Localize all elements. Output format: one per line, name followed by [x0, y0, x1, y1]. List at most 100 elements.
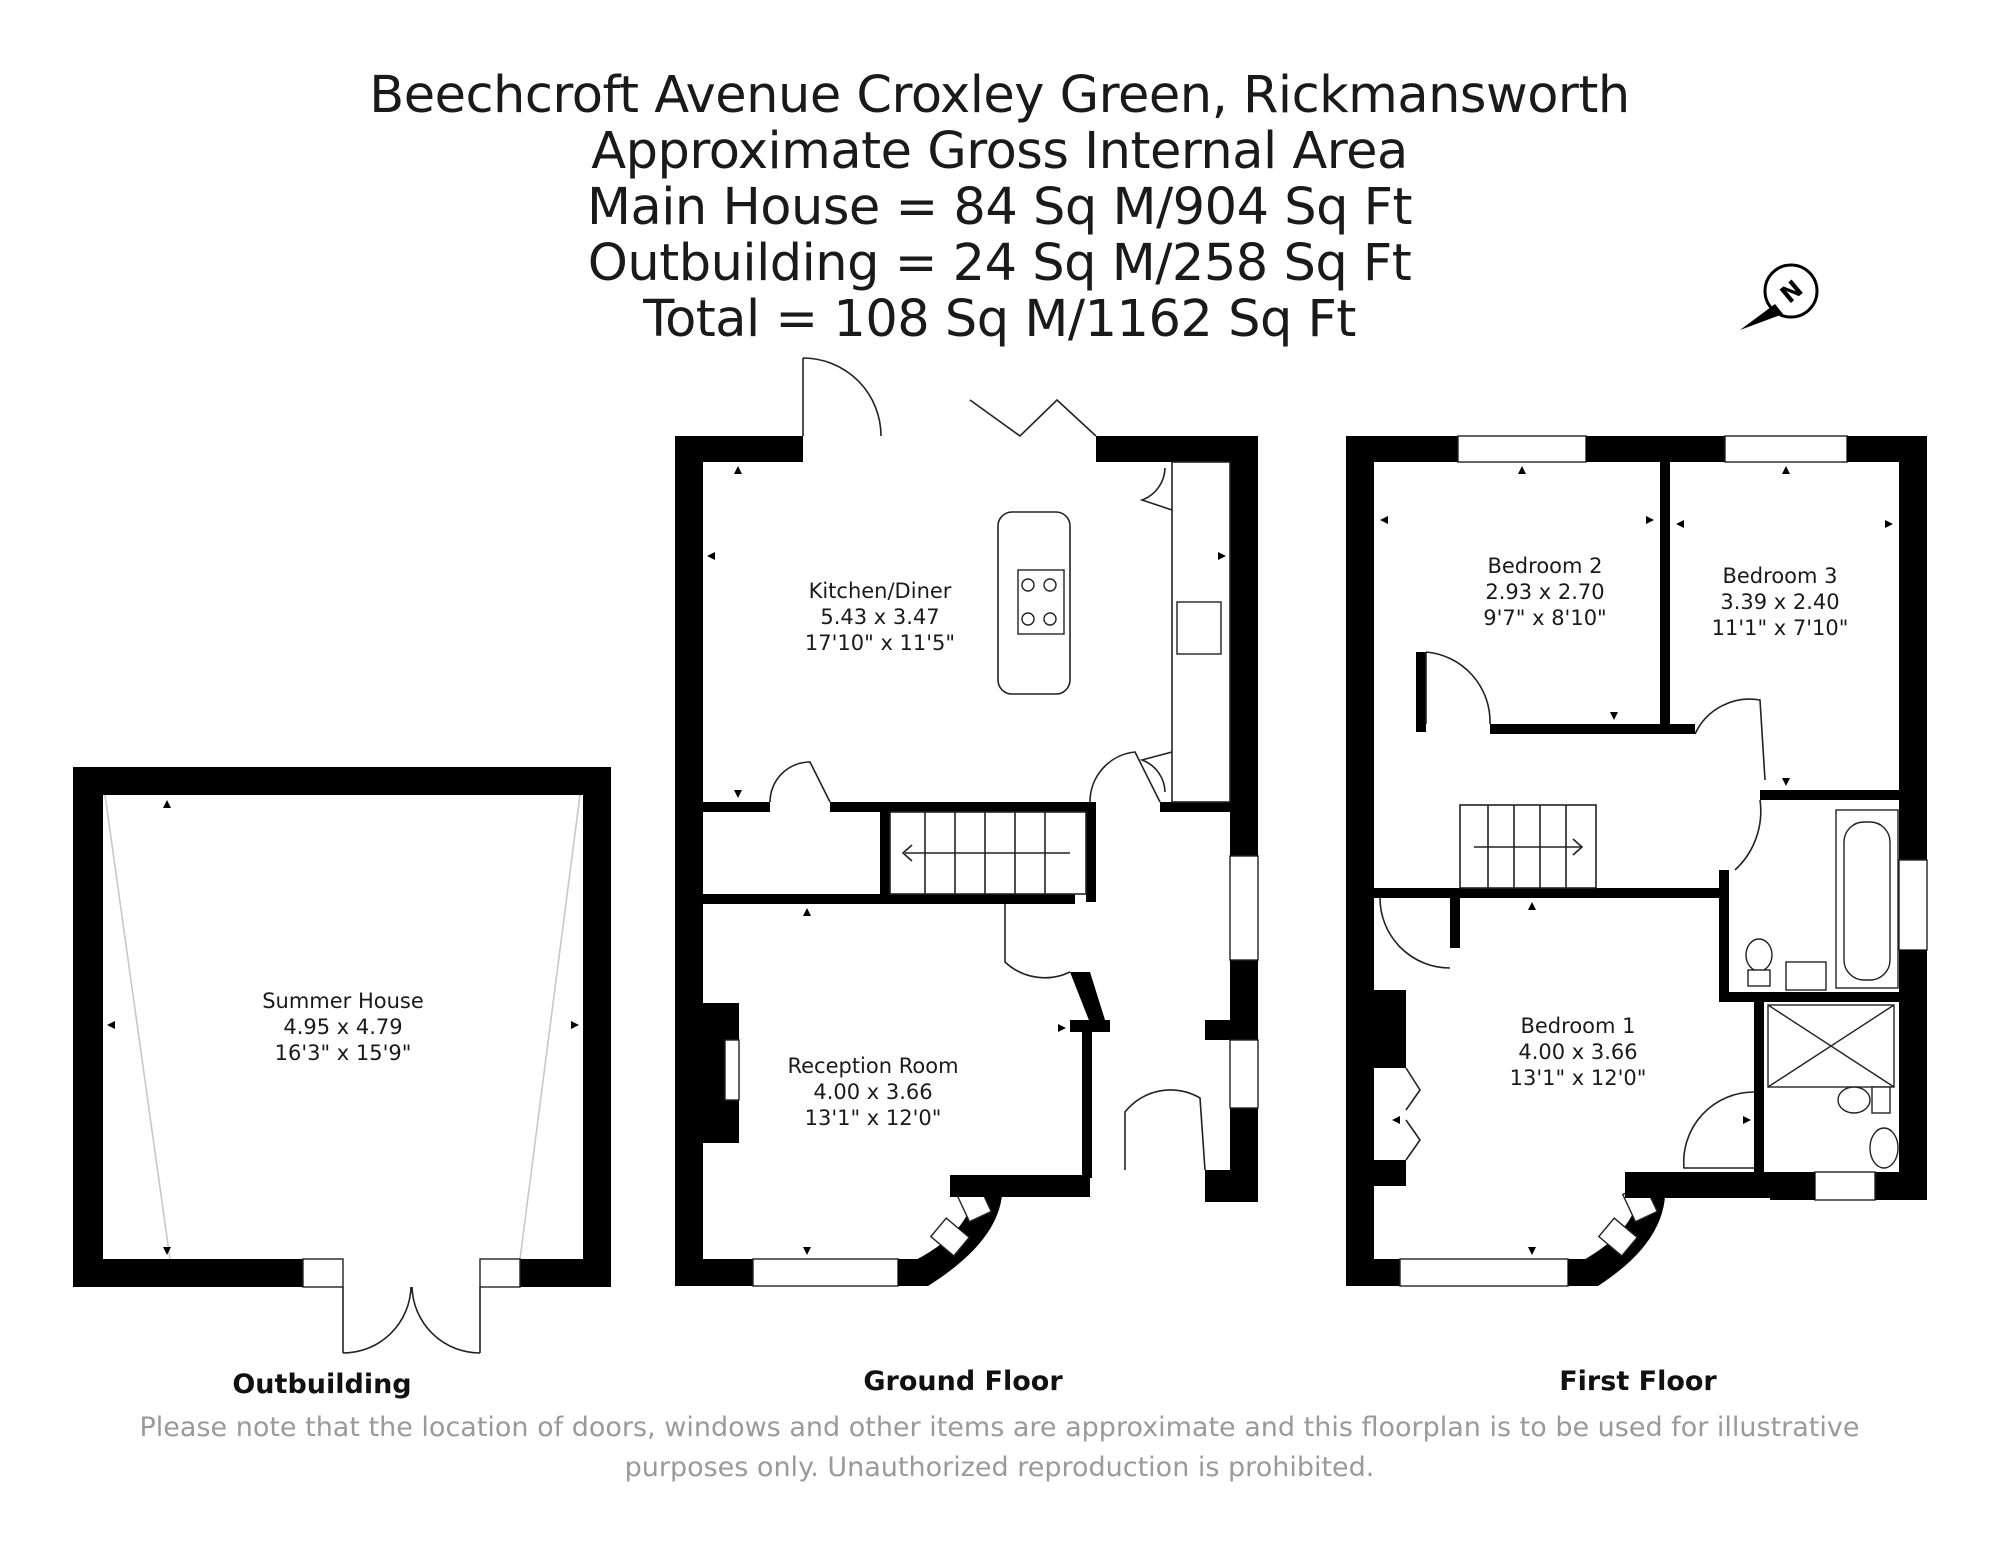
title-address: Beechcroft Avenue Croxley Green, Rickman… — [369, 66, 1630, 125]
french-door — [342, 1286, 481, 1354]
door — [802, 357, 882, 437]
wall — [1374, 888, 1719, 898]
floor-label-ground: Ground Floor — [863, 1366, 1063, 1397]
bifold-door — [969, 398, 1097, 438]
wall — [1230, 436, 1258, 856]
room-metric-kitchen-diner: 5.43 x 3.47 — [820, 605, 939, 629]
wall — [1719, 992, 1927, 1002]
wall — [73, 767, 611, 795]
window — [1229, 1039, 1259, 1109]
wall — [1760, 790, 1927, 800]
toilet-icon — [1837, 1086, 1891, 1114]
wall — [830, 802, 1090, 812]
room-name-summer-house: Summer House — [262, 989, 424, 1013]
window — [1457, 435, 1587, 463]
floor-label-outbuilding: Outbuilding — [232, 1369, 411, 1400]
room-name-bedroom-1: Bedroom 1 — [1520, 1014, 1635, 1038]
room-metric-bedroom-1: 4.00 x 3.66 — [1518, 1040, 1637, 1064]
title-area-heading: Approximate Gross Internal Area — [591, 122, 1408, 181]
wall — [1086, 802, 1096, 902]
wall — [675, 802, 770, 812]
wall — [1230, 960, 1258, 1028]
wall — [675, 1259, 753, 1286]
room-imperial-kitchen-diner: 17'10" x 11'5" — [805, 631, 955, 655]
wall — [1490, 724, 1695, 734]
wall — [520, 1259, 611, 1287]
disclaimer: Please note that the location of doors, … — [0, 1408, 1999, 1488]
door — [769, 761, 831, 803]
wall — [1346, 1259, 1400, 1286]
window — [479, 1258, 521, 1288]
room-imperial-bedroom-3: 11'1" x 7'10" — [1712, 616, 1849, 640]
door — [1694, 698, 1766, 781]
wall — [1374, 1160, 1406, 1186]
room-name-kitchen-diner: Kitchen/Diner — [809, 579, 952, 603]
window — [1229, 855, 1259, 961]
window — [752, 1258, 899, 1287]
bathtub-icon — [1835, 809, 1899, 989]
wall — [1160, 802, 1258, 812]
door — [1379, 897, 1451, 969]
title-main-house-area: Main House = 84 Sq M/904 Sq Ft — [586, 178, 1413, 237]
room-metric-reception-room: 4.00 x 3.66 — [813, 1080, 932, 1104]
window — [1814, 1171, 1876, 1201]
floor-label-first: First Floor — [1559, 1366, 1717, 1397]
window — [1399, 1258, 1569, 1287]
room-imperial-summer-house: 16'3" x 15'9" — [275, 1041, 412, 1065]
wall — [1899, 950, 1927, 1200]
wall — [1586, 436, 1725, 462]
room-name-bedroom-2: Bedroom 2 — [1487, 554, 1602, 578]
wall — [880, 802, 890, 902]
sink-icon — [1176, 601, 1222, 655]
toilet-icon — [1745, 938, 1773, 987]
wall — [1875, 1172, 1927, 1200]
wall — [1346, 436, 1374, 1286]
staircase — [1459, 804, 1597, 889]
door — [1089, 751, 1161, 803]
disclaimer-line-2: purposes only. Unauthorized reproduction… — [624, 1452, 1375, 1483]
room-imperial-bedroom-2: 9'7" x 8'10" — [1483, 606, 1606, 630]
wall — [675, 894, 1075, 904]
shower-icon — [1767, 1004, 1895, 1088]
wall — [1205, 1170, 1258, 1202]
staircase — [889, 811, 1087, 895]
wall — [1770, 1172, 1815, 1200]
wall — [1205, 1020, 1258, 1040]
window — [929, 1217, 971, 1257]
basin-icon — [1869, 1127, 1899, 1169]
wall — [1070, 1020, 1110, 1032]
kitchen-island — [997, 511, 1071, 695]
window — [1724, 435, 1848, 463]
room-name-bedroom-3: Bedroom 3 — [1722, 564, 1837, 588]
wall — [1754, 1002, 1764, 1172]
window — [1898, 859, 1928, 951]
door — [1425, 651, 1491, 725]
title-block: Beechcroft Avenue Croxley Green, Rickman… — [0, 68, 1999, 348]
fireplace-hearth — [724, 1039, 740, 1101]
wall — [1450, 888, 1460, 948]
ground-floor-plan — [675, 357, 1259, 1287]
window — [302, 1258, 344, 1288]
door — [1682, 1091, 1755, 1169]
wall — [675, 436, 703, 1286]
outbuilding-plan — [73, 767, 611, 1354]
door — [1734, 799, 1762, 871]
room-name-reception-room: Reception Room — [787, 1054, 958, 1078]
disclaimer-line-1: Please note that the location of doors, … — [139, 1412, 1860, 1443]
wall — [950, 1175, 1090, 1197]
first-floor-plan — [1346, 435, 1928, 1287]
door — [1004, 904, 1071, 979]
room-metric-bedroom-2: 2.93 x 2.70 — [1485, 580, 1604, 604]
wall — [1374, 990, 1406, 1068]
hob-icon — [1017, 569, 1065, 635]
wall — [1660, 462, 1670, 724]
wall — [1416, 652, 1426, 732]
wall — [1899, 436, 1927, 860]
front-door — [1124, 1089, 1206, 1171]
title-outbuilding-area: Outbuilding = 24 Sq M/258 Sq Ft — [587, 234, 1412, 293]
room-metric-bedroom-3: 3.39 x 2.40 — [1720, 590, 1839, 614]
room-metric-summer-house: 4.95 x 4.79 — [283, 1015, 402, 1039]
wall — [73, 767, 103, 1287]
window — [1597, 1217, 1639, 1257]
